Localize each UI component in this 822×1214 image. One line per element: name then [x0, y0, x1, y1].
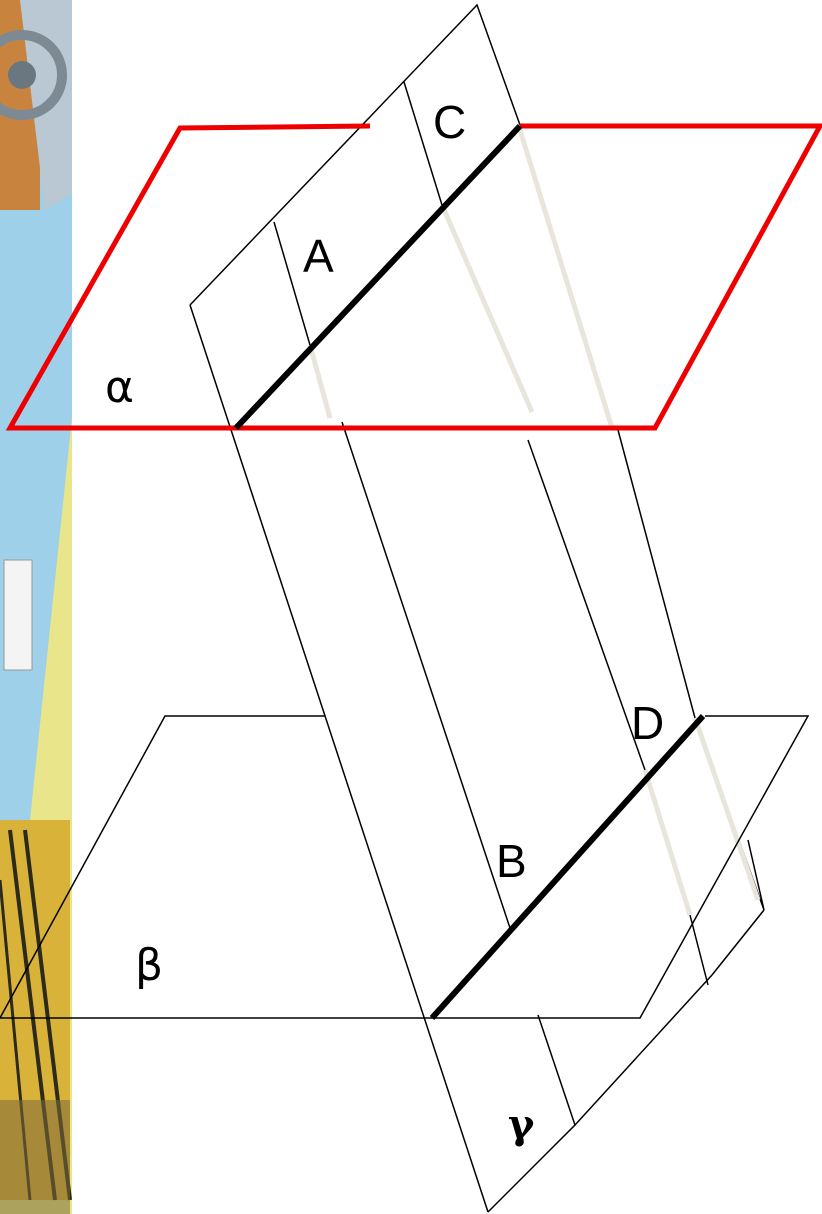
point-label-c: C	[433, 96, 466, 148]
plane-label-alpha: α	[105, 362, 134, 413]
point-label-b: B	[496, 835, 527, 887]
plane-gamma-outline	[189, 3, 765, 1213]
segment-line-beta-gamma	[429, 713, 706, 1021]
diagram-background	[72, 0, 822, 1214]
plane-label-beta: β	[135, 940, 163, 991]
segment-line-alpha-gamma	[233, 123, 523, 431]
plane-label-gamma: γ	[508, 1101, 535, 1148]
plane-alpha-outline	[5, 123, 822, 431]
ruler-strip	[0, 820, 72, 1214]
hidden-lines	[307, 129, 761, 916]
point-label-a: A	[303, 230, 334, 282]
plane-beta-outline	[0, 715, 810, 1019]
background-photo-strip	[0, 0, 78, 1214]
point-label-d: D	[631, 697, 664, 749]
